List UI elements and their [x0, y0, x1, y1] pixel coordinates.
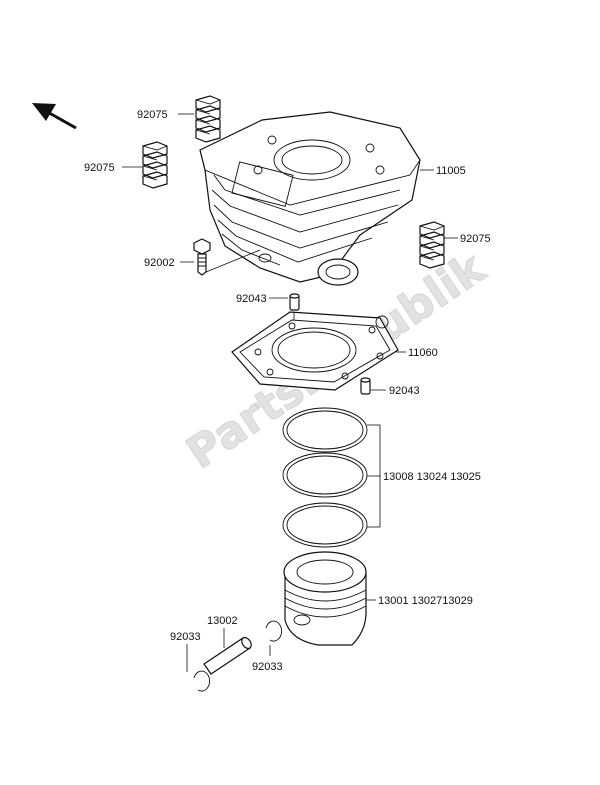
dowel-bottom: [360, 377, 371, 395]
dowel-top: [289, 293, 300, 311]
cap-stack-right: [419, 221, 445, 269]
part-labels: 92075 92075 11005 92075 92002 92043 1106…: [84, 109, 491, 673]
piston-ring-oil: [282, 502, 368, 548]
label-92033-right: 92033: [252, 661, 283, 673]
label-13001-13027-13029: 13001 1302713029: [378, 595, 473, 607]
label-92002: 92002: [144, 257, 175, 269]
cap-stack-left: [142, 141, 168, 189]
label-11060: 11060: [408, 347, 438, 359]
piston-ring-second: [282, 452, 368, 498]
label-92043-bottom: 92043: [389, 385, 420, 397]
bolt: [193, 238, 211, 276]
piston-pin: [203, 636, 252, 675]
label-92075-right: 92075: [460, 233, 491, 245]
piston-ring-top: [282, 407, 368, 453]
circlip-right: [265, 620, 283, 642]
label-92075-left: 92075: [84, 162, 115, 174]
label-92075-top: 92075: [137, 109, 168, 121]
circlip-left: [193, 670, 211, 692]
head-gasket: [231, 311, 399, 391]
cylinder-block: [199, 111, 421, 286]
label-11005: 11005: [436, 165, 466, 177]
piston: [283, 551, 367, 646]
label-92033-left: 92033: [170, 631, 201, 643]
leader-lines: [122, 113, 458, 672]
arrow-icon: [32, 103, 77, 130]
label-13002: 13002: [207, 615, 238, 627]
label-13008-13024-13025: 13008 13024 13025: [383, 471, 481, 483]
label-92043-top: 92043: [236, 293, 267, 305]
cap-stack-left-top: [195, 95, 221, 143]
